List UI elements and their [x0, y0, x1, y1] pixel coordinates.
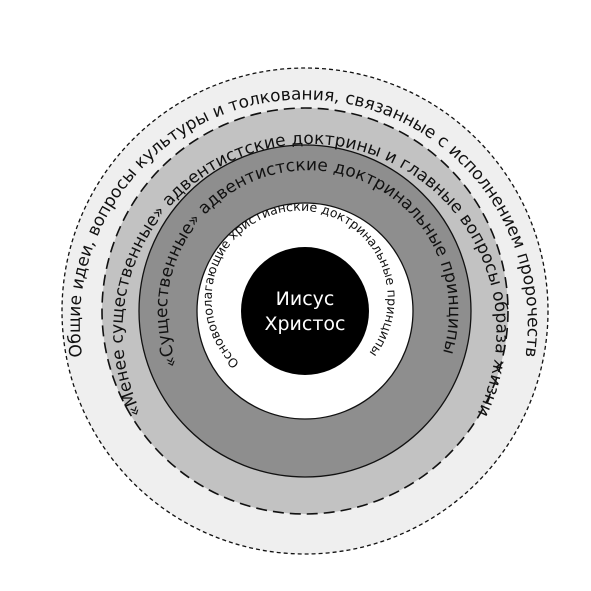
center-label-line1: Иисус [276, 288, 335, 310]
center-label-line2: Христос [264, 313, 345, 335]
center-circle [241, 247, 369, 375]
